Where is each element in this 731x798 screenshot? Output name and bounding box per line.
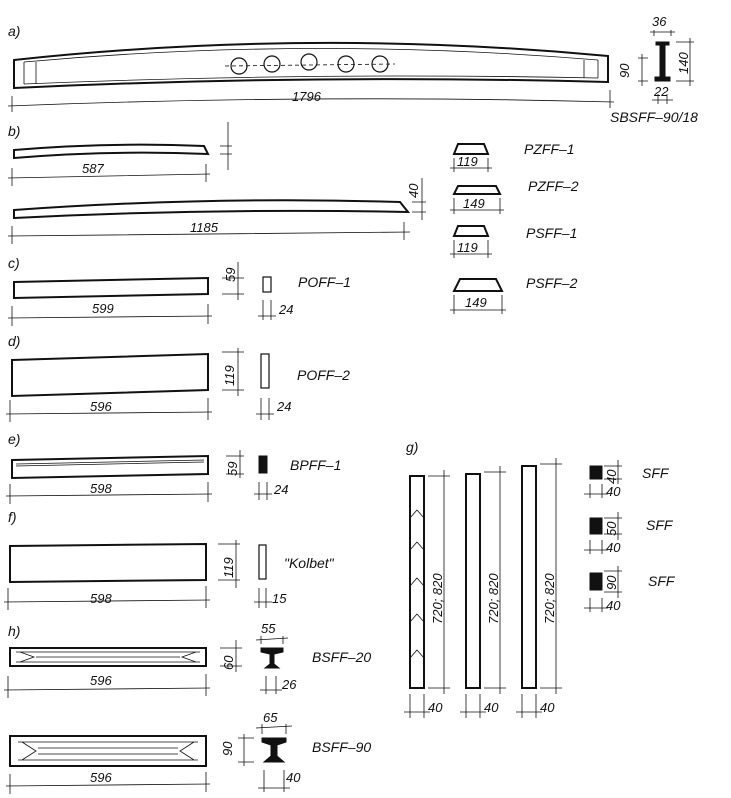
dim-text-pzff2: 149	[463, 196, 485, 211]
slab-e	[5, 450, 272, 504]
dim-text-d-w: 24	[276, 399, 291, 414]
dim-text-f-w: 15	[272, 591, 287, 606]
dim-text-g3-w: 40	[540, 700, 555, 715]
dim-text-c-len: 599	[92, 301, 114, 316]
section-pzff2	[450, 185, 504, 214]
dim-text-h2-w: 40	[286, 770, 301, 785]
label-kolbet: "Kolbet"	[284, 555, 335, 571]
dim-text-psff2: 149	[465, 295, 487, 310]
label-pzff1: PZFF–1	[524, 141, 575, 157]
dim-text-h2-len: 596	[90, 770, 112, 785]
section-bsff90	[238, 724, 293, 792]
label-psff2: PSFF–2	[526, 275, 578, 291]
dim-text-c-w: 24	[278, 302, 293, 317]
dim-text-h2-top: 65	[263, 710, 278, 725]
section-label-c: c)	[8, 255, 20, 271]
section-label-d: d)	[8, 333, 20, 349]
dim-text-g-s1-h: 40	[604, 469, 619, 484]
label-bpff1: BPFF–1	[290, 457, 341, 473]
section-label-f: f)	[8, 509, 17, 525]
dim-text-g1-w: 40	[428, 700, 443, 715]
section-label-e: e)	[8, 431, 20, 447]
section-label-b: b)	[8, 123, 20, 139]
label-bsff90: BSFF–90	[312, 739, 371, 755]
dim-text-e-w: 24	[273, 482, 288, 497]
beam-bsff20	[3, 640, 242, 698]
dim-text-pzff1: 119	[457, 154, 478, 169]
dim-text-e-len: 598	[90, 481, 112, 496]
slab-d	[5, 348, 274, 422]
section-psff1	[450, 225, 492, 258]
dim-text-f-h: 119	[221, 557, 236, 578]
section-label-g: g)	[406, 439, 418, 455]
dim-text-g3-len: 720; 820	[542, 573, 557, 624]
dim-text-g-s3-h: 90	[604, 575, 619, 590]
label-bsff20: BSFF–20	[312, 649, 371, 665]
label-sff-2: SFF	[646, 517, 674, 533]
label-poff1: POFF–1	[298, 274, 351, 290]
slab-b-short	[7, 122, 232, 186]
section-label-h: h)	[8, 623, 20, 639]
label-psff1: PSFF–1	[526, 225, 577, 241]
dim-text-g2-w: 40	[484, 700, 499, 715]
dim-text-h2-h: 90	[220, 741, 235, 756]
dim-text-g-s3-w: 40	[606, 598, 621, 613]
section-a-ibeam	[638, 30, 694, 104]
dim-text-a-h1: 90	[617, 63, 632, 78]
section-psff2	[450, 278, 506, 314]
dim-a-length	[7, 90, 615, 112]
label-pzff2: PZFF–2	[528, 178, 579, 194]
dim-text-g1-len: 720; 820	[430, 573, 445, 624]
beam-a-elevation	[13, 41, 609, 90]
dim-text-a-top: 36	[652, 14, 667, 29]
section-sff-50	[584, 512, 622, 554]
beam-bsff90	[5, 735, 211, 794]
dim-text-b-len2: 1185	[190, 220, 219, 235]
slab-f	[3, 540, 272, 610]
section-sff-40	[584, 460, 622, 498]
slab-b-long	[7, 178, 426, 244]
dim-text-c-h: 59	[223, 268, 238, 282]
post-g1	[404, 470, 450, 718]
section-label-a: a)	[8, 23, 20, 39]
post-g3	[516, 458, 562, 718]
dim-text-d-h: 119	[222, 365, 237, 386]
label-sff-1: SFF	[642, 465, 670, 481]
dim-text-h1-h: 60	[221, 655, 236, 670]
label-sff-3: SFF	[648, 573, 676, 589]
dim-text-h1-len: 596	[90, 673, 112, 688]
dim-text-b-h: 40	[406, 183, 421, 198]
post-g2	[460, 466, 506, 718]
dim-text-a-h2: 140	[676, 52, 691, 74]
dim-text-b-len1: 587	[82, 161, 104, 176]
section-bsff20	[255, 636, 289, 694]
dim-text-e-h: 59	[225, 462, 240, 476]
dim-text-psff1: 119	[457, 240, 478, 255]
section-pzff1	[450, 143, 492, 172]
dim-text-h1-w: 26	[281, 677, 297, 692]
label-poff2: POFF–2	[297, 367, 350, 383]
dim-text-g-s2-w: 40	[606, 540, 621, 555]
dim-text-h1-top: 55	[261, 621, 276, 636]
slab-c	[7, 262, 276, 326]
dim-text-f-len: 598	[90, 591, 112, 606]
dim-text-d-len: 596	[90, 399, 112, 414]
dim-text-a-web: 22	[653, 84, 669, 99]
label-sbsff: SBSFF–90/18	[610, 109, 698, 125]
dim-text-a-length: 1796	[292, 89, 322, 104]
dim-text-g2-len: 720; 820	[486, 573, 501, 624]
section-sff-90	[584, 566, 622, 612]
dim-text-g-s2-h: 50	[604, 521, 619, 536]
dim-text-g-s1-w: 40	[606, 484, 621, 499]
